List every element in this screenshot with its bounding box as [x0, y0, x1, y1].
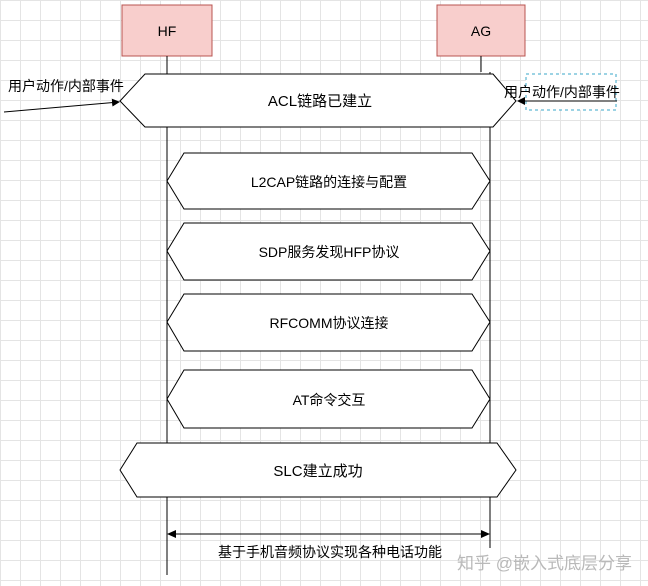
- participant-ag-label: AG: [471, 23, 491, 39]
- left-user-action-note: 用户动作/内部事件: [8, 78, 124, 94]
- participant-hf-label: HF: [158, 23, 177, 39]
- final-phone-functions-arrow[interactable]: [167, 530, 490, 538]
- l2cap-step[interactable]: L2CAP链路的连接与配置: [166, 152, 491, 210]
- at-label: AT命令交互: [293, 392, 366, 408]
- right-user-action-note: 用户动作/内部事件: [504, 84, 620, 100]
- slc-label: SLC建立成功: [273, 463, 362, 480]
- sdp-label: SDP服务发现HFP协议: [259, 244, 400, 260]
- rfcomm-step[interactable]: RFCOMM协议连接: [166, 293, 491, 352]
- participant-ag[interactable]: AG: [436, 4, 526, 57]
- left-user-action-arrow: [3, 98, 120, 113]
- acl-banner[interactable]: ACL链路已建立: [119, 73, 517, 128]
- final-phone-functions-label: 基于手机音频协议实现各种电话功能: [218, 544, 442, 560]
- rfcomm-label: RFCOMM协议连接: [270, 315, 389, 331]
- watermark: 知乎 @嵌入式底层分享: [457, 554, 632, 573]
- slc-banner[interactable]: SLC建立成功: [119, 442, 517, 498]
- participant-hf[interactable]: HF: [121, 4, 213, 57]
- acl-label: ACL链路已建立: [268, 93, 372, 110]
- at-step[interactable]: AT命令交互: [166, 369, 491, 429]
- l2cap-label: L2CAP链路的连接与配置: [251, 174, 407, 190]
- sdp-step[interactable]: SDP服务发现HFP协议: [166, 222, 491, 281]
- right-user-action-note-group[interactable]: 用户动作/内部事件: [504, 73, 620, 111]
